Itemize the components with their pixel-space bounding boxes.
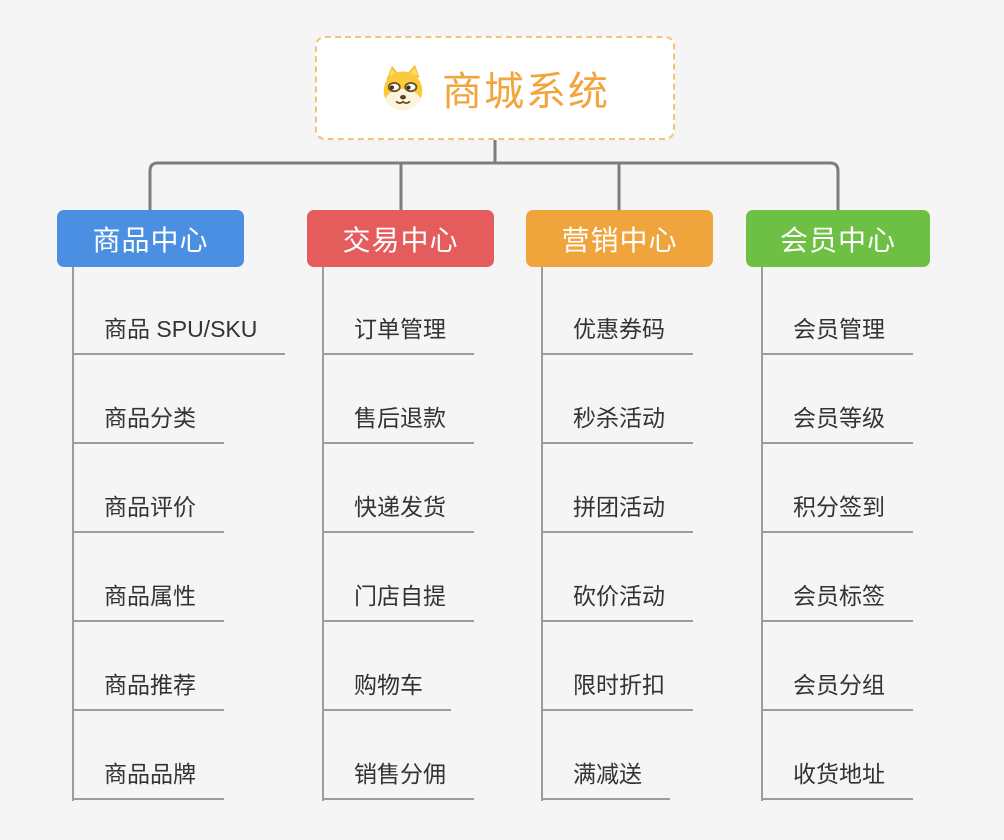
leaf-node-aftersale-refund[interactable]: 售后退款: [322, 403, 474, 444]
leaf-node-group-buy[interactable]: 拼团活动: [541, 492, 693, 533]
leaf-node-full-reduction[interactable]: 满减送: [541, 759, 670, 800]
leaf-node-express-delivery[interactable]: 快递发货: [322, 492, 474, 533]
leaf-node-bargain-activity[interactable]: 砍价活动: [541, 581, 693, 622]
leaf-node-member-tag[interactable]: 会员标签: [761, 581, 913, 622]
leaf-node-coupon-code[interactable]: 优惠券码: [541, 314, 693, 355]
leaf-node-points-checkin[interactable]: 积分签到: [761, 492, 913, 533]
dog-face-icon: [383, 65, 423, 111]
root-title: 商城系统: [442, 70, 610, 114]
leaf-node-product-spu-sku[interactable]: 商品 SPU/SKU: [72, 314, 286, 355]
branch-node-product-center[interactable]: 商品中心: [57, 210, 244, 267]
branch-rail-line: [148, 161, 840, 210]
leaf-node-limited-time-discount[interactable]: 限时折扣: [541, 670, 693, 711]
leaf-node-flash-sale[interactable]: 秒杀活动: [541, 403, 693, 444]
leaf-node-shipping-address[interactable]: 收货地址: [761, 759, 913, 800]
leaf-node-product-attribute[interactable]: 商品属性: [72, 581, 224, 622]
leaf-node-product-category[interactable]: 商品分类: [72, 403, 224, 444]
branch-node-marketing-center[interactable]: 营销中心: [526, 210, 713, 267]
root-node[interactable]: 商城系统: [315, 36, 675, 140]
leaf-node-member-level[interactable]: 会员等级: [761, 403, 913, 444]
leaf-node-store-pickup[interactable]: 门店自提: [322, 581, 474, 622]
leaf-node-member-group[interactable]: 会员分组: [761, 670, 913, 711]
leaf-node-order-management[interactable]: 订单管理: [322, 314, 474, 355]
leaf-node-product-review[interactable]: 商品评价: [72, 492, 224, 533]
leaf-node-sales-commission[interactable]: 销售分佣: [322, 759, 474, 800]
branch-node-member-center[interactable]: 会员中心: [746, 210, 930, 267]
leaf-node-product-brand[interactable]: 商品品牌: [72, 759, 224, 800]
leaf-node-product-recommend[interactable]: 商品推荐: [72, 670, 224, 711]
leaf-node-member-management[interactable]: 会员管理: [761, 314, 913, 355]
leaf-node-shopping-cart[interactable]: 购物车: [322, 670, 451, 711]
branch-node-trade-center[interactable]: 交易中心: [307, 210, 494, 267]
